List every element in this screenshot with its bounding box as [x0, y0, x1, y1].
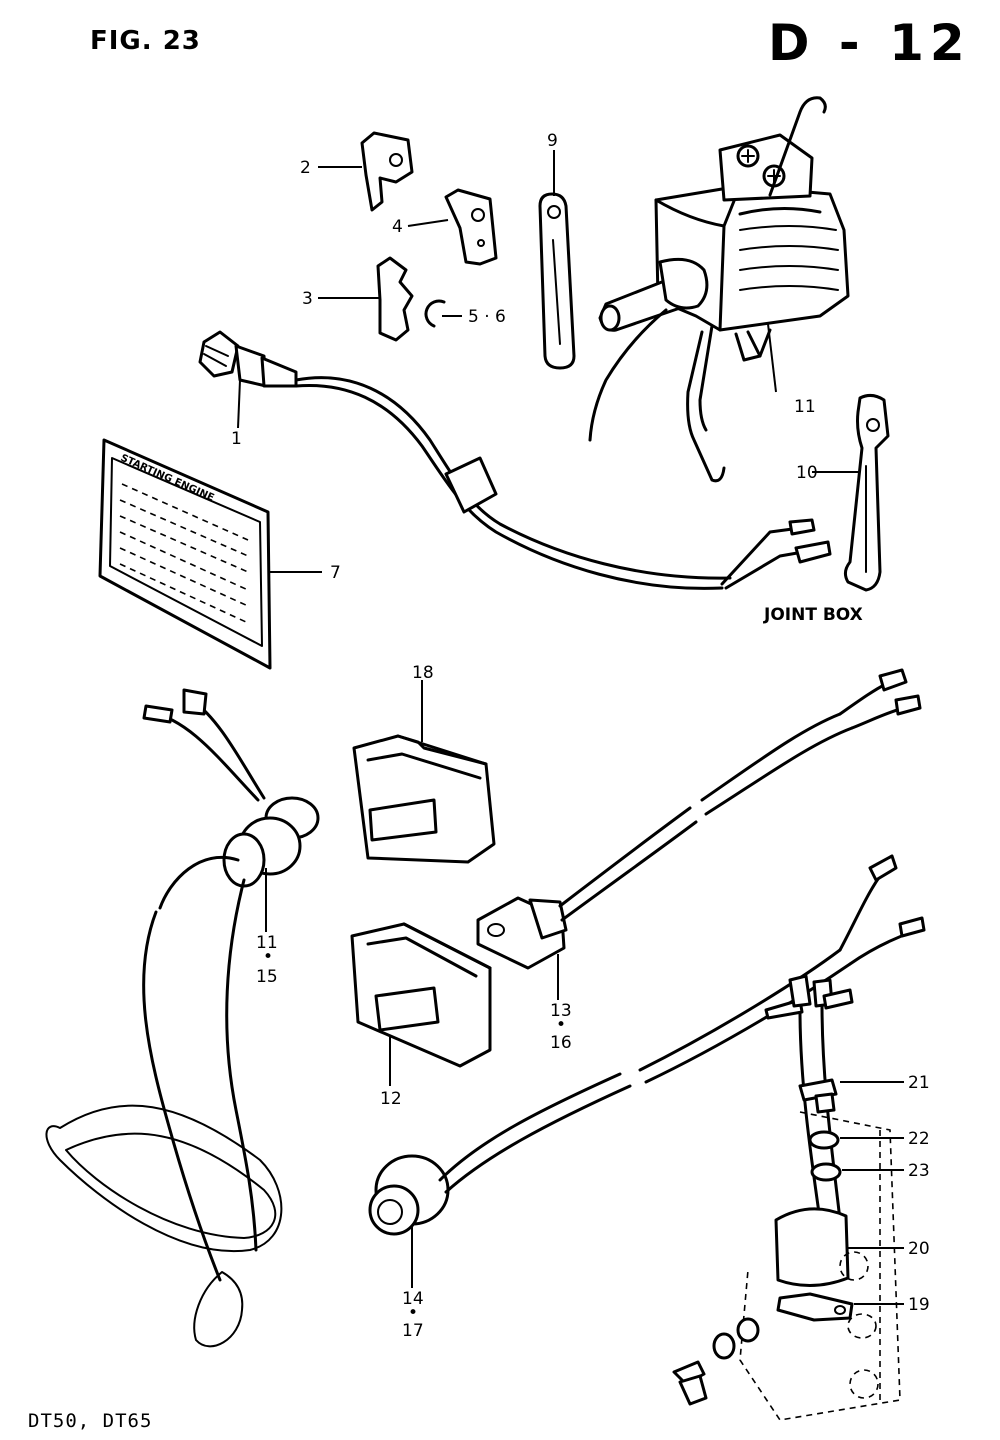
callout-10: 11: [794, 397, 816, 417]
callout-19: 19: [908, 1295, 930, 1315]
clip-part-2: [360, 131, 414, 212]
callout-5-6: 5 · 6: [468, 307, 506, 327]
callout-16: 16: [550, 1033, 572, 1053]
circlip-part-5-6: [424, 299, 446, 328]
callout-4: 4: [392, 217, 403, 237]
page-code: D - 12: [768, 14, 971, 72]
callout-dot: •: [556, 1015, 566, 1035]
callout-12: 12: [380, 1089, 402, 1109]
strap-part-9: [843, 393, 890, 592]
callout-2: 2: [300, 158, 311, 178]
solenoid-part-10: [588, 96, 850, 483]
switch-part-1: [198, 330, 832, 590]
figure-title: FIG. 23: [90, 26, 201, 56]
cover-part-18: [352, 734, 496, 864]
callout-1: 1: [231, 429, 242, 449]
callout-21: 21: [908, 1073, 930, 1093]
callout-14: 14: [402, 1289, 424, 1309]
callout-22: 22: [908, 1129, 930, 1149]
emergency-switch-part-11-15: [45, 688, 320, 1348]
callout-dot: •: [408, 1303, 418, 1323]
clip-part-4: [444, 188, 498, 266]
joint-box-caption: JOINT BOX: [763, 605, 863, 625]
callout-dot: •: [263, 947, 273, 967]
socket-part-14-17: [368, 854, 926, 1236]
callout-11: 11: [256, 933, 278, 953]
caution-label-part-7: STARTING ENGINE: [98, 438, 272, 670]
connector-part-13-16: [476, 668, 922, 970]
callout-7: 7: [330, 563, 341, 583]
callout-9: 10: [796, 463, 818, 483]
clip-part-3: [376, 256, 414, 342]
leader-lines: [237, 150, 904, 1305]
callout-20: 20: [908, 1239, 930, 1259]
callout-18: 18: [412, 663, 434, 683]
callout-23: 23: [908, 1161, 930, 1181]
callout-13: 13: [550, 1001, 572, 1021]
capacitor-assembly-part-19-23: [672, 974, 901, 1421]
cover-part-12: [350, 922, 492, 1068]
callout-3: 3: [302, 289, 313, 309]
strap-part-8: [538, 192, 576, 370]
callout-15: 15: [256, 967, 278, 987]
model-list: DT50, DT65: [28, 1410, 153, 1432]
callout-8: 9: [547, 131, 558, 151]
callout-17: 17: [402, 1321, 424, 1341]
